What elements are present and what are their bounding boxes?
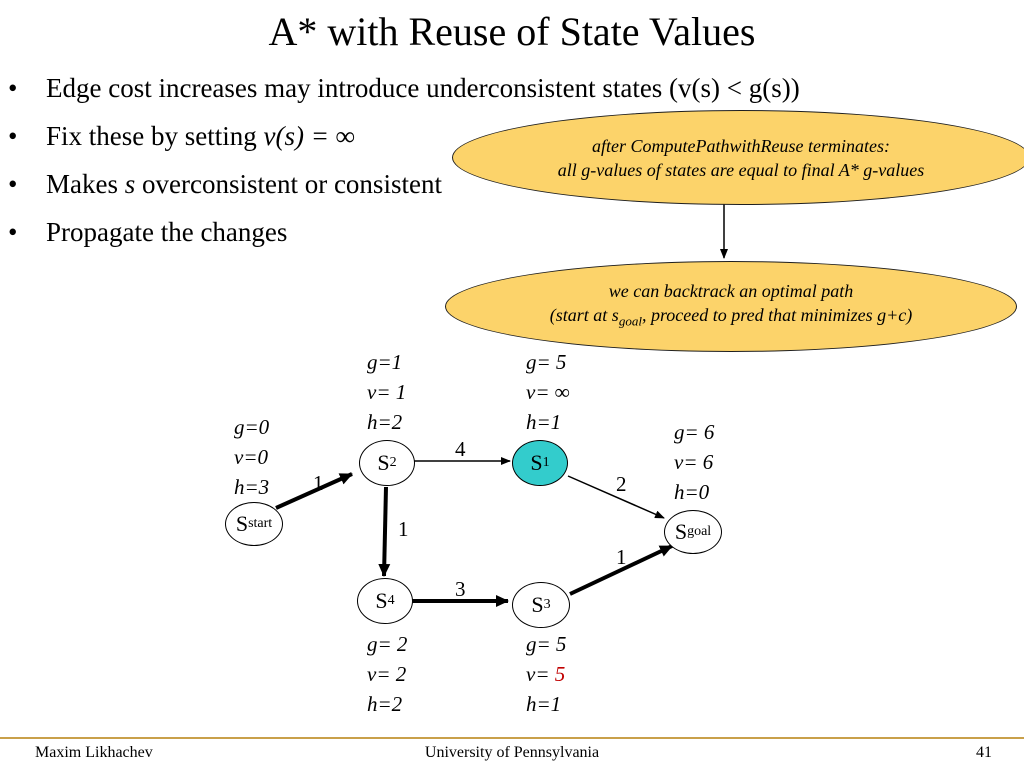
label-s3: g= 5 v= 5 h=1 [526,629,566,719]
bullet-1: • Edge cost increases may introduce unde… [8,70,1018,118]
label-s4: g= 2 v= 2 h=2 [367,629,407,719]
label-s1: g= 5 v= ∞ h=1 [526,347,570,437]
edge-cost-start-s2: 1 [313,471,324,495]
node-s2-sub: 2 [389,455,397,470]
bullet-3-variable: s [124,169,136,199]
node-s2-label: S [377,450,390,475]
label-v: v= ∞ [526,380,570,404]
node-s4-label: S [375,588,388,613]
label-v: v= 6 [674,450,714,474]
label-g: g= 5 [526,632,567,656]
label-v-value: 5 [554,662,566,686]
callout-backtrack-line1: we can backtrack an optimal path [608,281,854,302]
node-s-start-sub: start [248,516,273,531]
edge-s2-s4 [378,486,391,577]
edge-cost-s1-goal: 2 [616,472,627,496]
label-v-prefix: v= [526,662,555,686]
bullet-glyph: • [8,73,18,103]
edge-cost-s4-s3: 3 [455,577,466,601]
callout-backtrack-sub: goal [618,313,642,329]
callout-backtrack-line2: (start at sgoal, proceed to pred that mi… [446,303,1016,334]
bullet-3-text-post: overconsistent or consistent [135,169,442,199]
node-s3-label: S [531,592,544,617]
edge-s1-goal [567,475,665,519]
label-s-start: g=0 v=0 h=3 [234,412,269,502]
callout-terminate-line1: after ComputePathwithReuse terminates: [592,135,890,156]
slide-title: A* with Reuse of State Values [268,9,756,54]
bullet-2-text: Fix these by setting [46,121,264,151]
callout-backtrack-text-b: , proceed to pred that minimizes g+c) [641,305,913,326]
label-h: h=1 [526,692,562,716]
label-v: v= 1 [367,380,407,404]
label-h: h=2 [367,692,403,716]
callout-terminate: after ComputePathwithReuse terminates: a… [452,110,1024,205]
edge-cost-s2-s4: 1 [398,517,409,541]
label-g: g=1 [367,350,403,374]
edge-s3-goal [569,544,673,596]
edge-cost-s3-goal: 1 [616,545,627,569]
label-v: v=0 [234,445,268,469]
bullet-3-text-pre: Makes [46,169,125,199]
footer-page-number: 41 [976,744,992,761]
node-s-start-label: S [235,511,249,536]
callout-terminate-line2: all g-values of states are equal to fina… [557,159,925,180]
callout-backtrack: we can backtrack an optimal path (start … [445,261,1017,352]
node-s4-sub: 4 [387,593,395,608]
bullet-4: • Propagate the changes [8,214,1018,262]
bullet-glyph: • [8,121,18,151]
node-s1-label: S [530,450,543,475]
bullet-glyph: • [8,169,18,199]
footer-institution: University of Pennsylvania [424,744,600,761]
edge-cost-s2-s1: 4 [455,437,466,461]
bullet-1-text: Edge cost increases may introduce underc… [46,73,800,103]
footer-author: Maxim Likhachev [35,744,153,761]
label-v: v= 2 [367,662,407,686]
footer-rule [0,737,1024,739]
callout-backtrack-text-a: (start at s [549,305,619,326]
bullet-2-expression: v(s) = ∞ [263,121,355,151]
label-g: g= 2 [367,632,408,656]
label-s2: g=1 v= 1 h=2 [367,347,406,437]
label-h: h=3 [234,475,270,499]
bullet-2: • Fix these by setting v(s) = ∞ [8,118,1018,166]
edge-start-s2 [275,472,353,510]
label-h: h=1 [526,410,562,434]
label-h: h=2 [367,410,403,434]
label-s-goal: g= 6 v= 6 h=0 [674,417,714,507]
label-v: v= 5 [526,659,566,689]
label-h: h=0 [674,480,710,504]
bullet-list: • Edge cost increases may introduce unde… [8,70,1018,262]
bullet-glyph: • [8,217,18,247]
node-s3-sub: 3 [543,597,551,612]
node-s1-sub: 1 [542,455,550,470]
node-s-goal-sub: goal [687,524,712,539]
label-g: g= 6 [674,420,715,444]
bullet-3: • Makes s overconsistent or consistent [8,166,1018,214]
bullet-4-text: Propagate the changes [46,217,288,247]
node-s-goal-label: S [674,519,688,544]
label-g: g=0 [234,415,270,439]
label-g: g= 5 [526,350,567,374]
